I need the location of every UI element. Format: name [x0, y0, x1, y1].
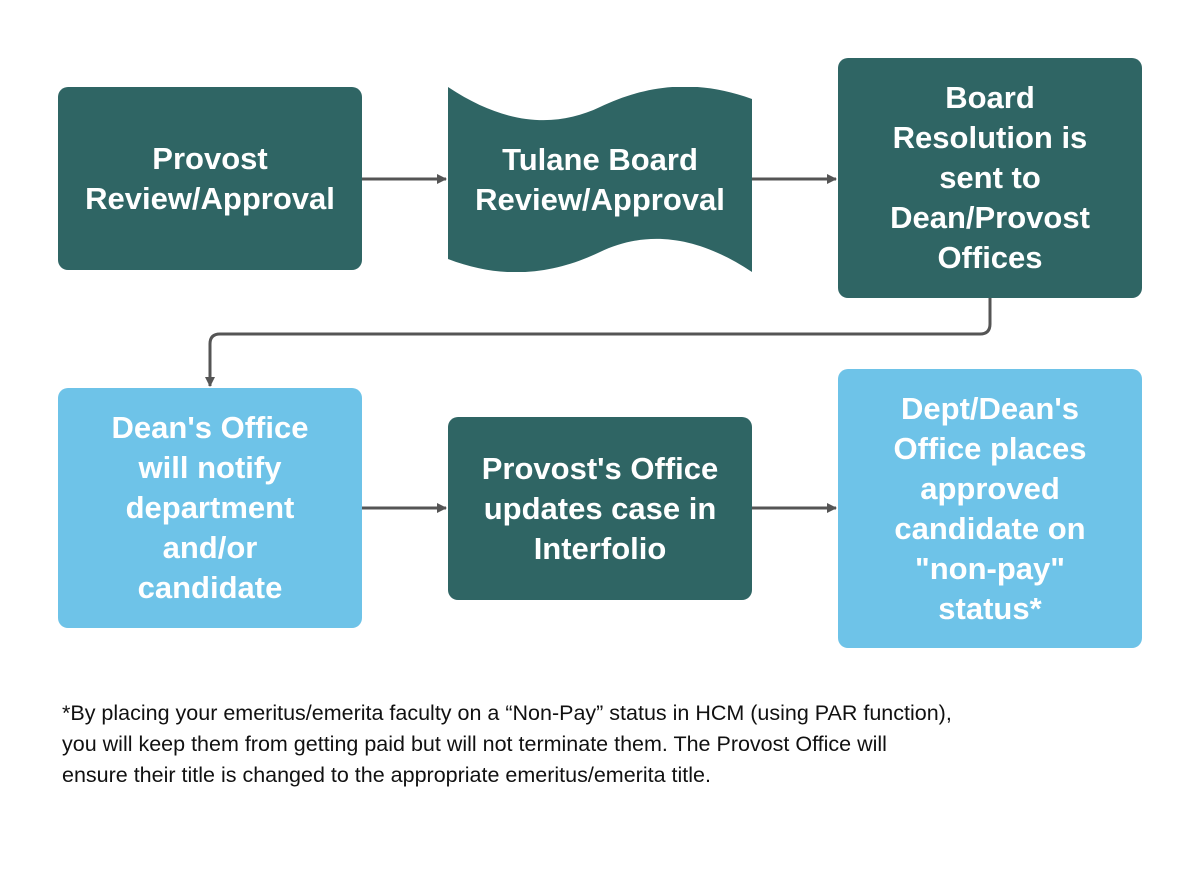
document-wave-shape	[448, 87, 752, 272]
node-board-review: Tulane Board Review/Approval	[475, 141, 725, 217]
node-resolution-sent: Board Resolution is sent to Dean/Provost…	[838, 58, 1142, 298]
arrow-resolution-to-dean	[205, 298, 992, 387]
node-dean-notify: Dean's Office will notify department and…	[58, 388, 362, 628]
node-nonpay-status: Dept/Dean's Office places approved candi…	[838, 369, 1142, 648]
node-interfolio-update: Provost's Office updates case in Interfo…	[448, 417, 752, 600]
node-provost-review: Provost Review/Approval	[58, 87, 362, 270]
footnote-text: *By placing your emeritus/emerita facult…	[62, 701, 952, 787]
